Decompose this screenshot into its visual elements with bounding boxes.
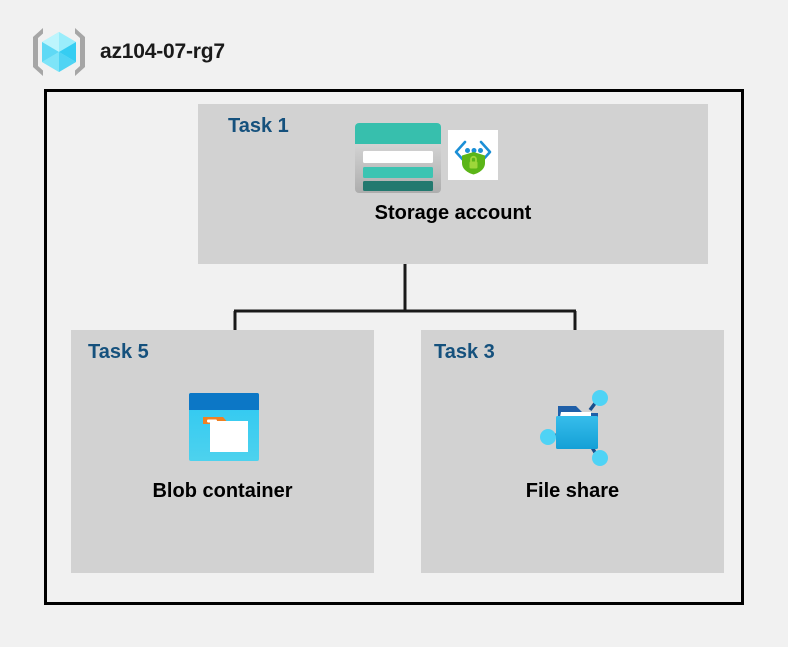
panel-file-share[interactable]: Task 3 bbox=[421, 330, 724, 573]
file-share-icon bbox=[532, 388, 618, 475]
blob-container-icon-group bbox=[188, 392, 260, 464]
resource-group-name: az104-07-rg7 bbox=[100, 40, 225, 63]
blob-container-icon bbox=[188, 392, 260, 467]
node-label-file-share: File share bbox=[525, 480, 620, 502]
panel-blob-container[interactable]: Task 5 bbox=[71, 330, 374, 573]
file-share-icon-group bbox=[532, 388, 618, 470]
secure-endpoint-shield-icon bbox=[447, 130, 498, 185]
resource-group-header: az104-07-rg7 bbox=[30, 24, 225, 80]
storage-account-icon bbox=[354, 122, 442, 199]
node-label-storage-account: Storage account bbox=[374, 202, 532, 224]
storage-account-icon-group bbox=[353, 122, 498, 193]
task-label-blob-container: Task 5 bbox=[88, 341, 149, 363]
panel-storage-account[interactable]: Task 1 bbox=[198, 104, 708, 264]
node-label-blob-container: Blob container bbox=[152, 480, 293, 502]
task-label-file-share: Task 3 bbox=[434, 341, 495, 363]
resource-group-boundary bbox=[44, 89, 744, 605]
resource-group-cube-icon bbox=[30, 24, 88, 80]
task-label-storage-account: Task 1 bbox=[228, 115, 289, 137]
